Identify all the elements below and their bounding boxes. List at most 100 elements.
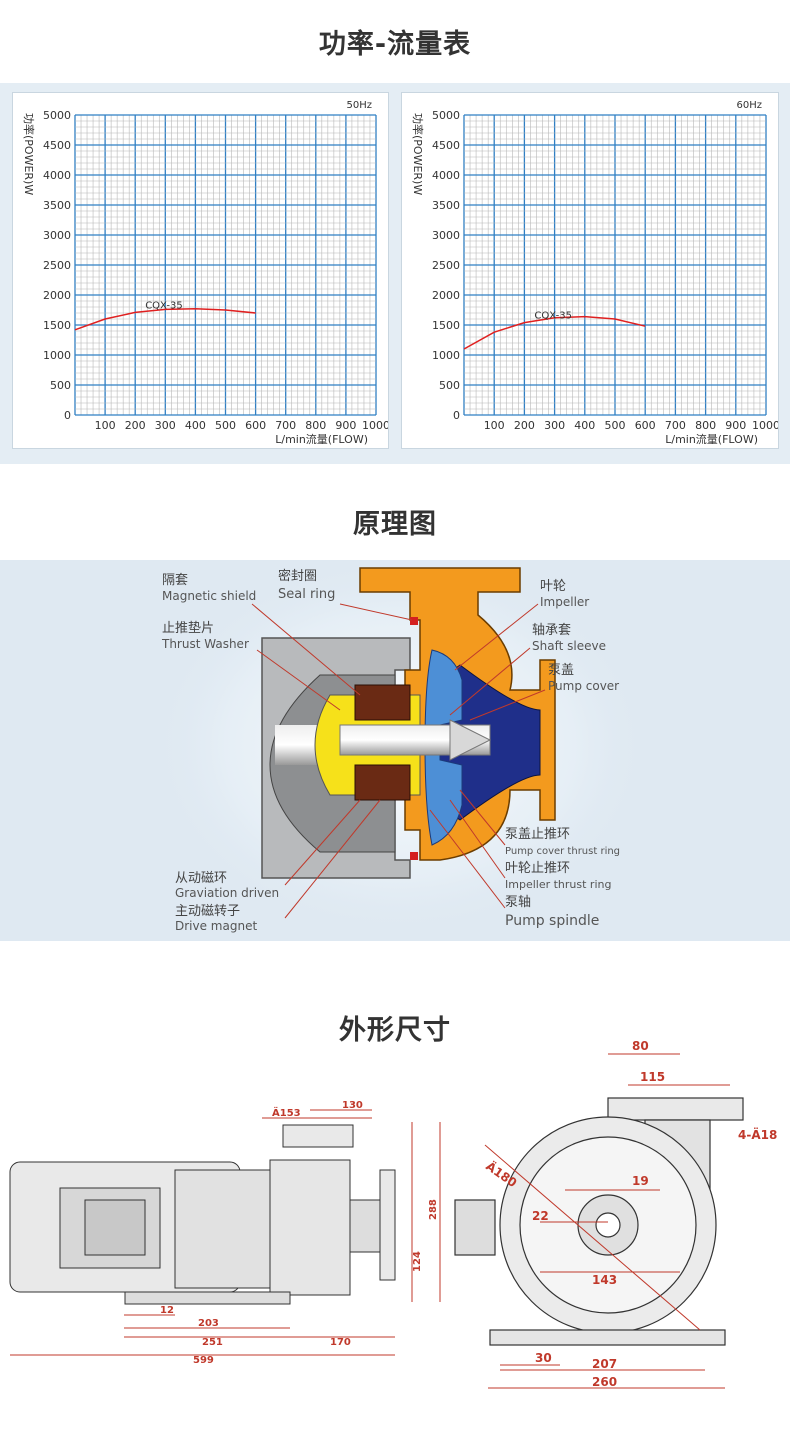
y-tick-label: 500 — [50, 379, 71, 392]
label-shaft-sleeve-cn: 轴承套 — [532, 622, 571, 638]
x-tick-label: 1000 — [362, 419, 388, 432]
label-cover-thrust-cn: 泵盖止推环 — [505, 827, 570, 842]
charts-band: 0 500 1000 1500 2000 2500 3000 3500 4000 4500 5000… — [0, 83, 790, 464]
y-tick-label: 1500 — [432, 319, 460, 332]
dim-d80: 80 — [632, 1040, 649, 1053]
dim-d251: 251 — [202, 1337, 223, 1348]
inlet-flange-side — [379, 1169, 396, 1281]
x-tick-label: 900 — [725, 419, 746, 432]
side-dimension-text: Ä153 130 288 124 12 203 251 170 599 — [160, 1100, 439, 1366]
frequency-label: 60Hz — [737, 100, 763, 111]
series-line-CQX-35 — [463, 315, 646, 350]
x-tick-label: 300 — [155, 419, 176, 432]
base-side — [124, 1291, 291, 1305]
label-pump-cover-en: Pump cover — [548, 679, 619, 693]
motor-cover — [84, 1199, 146, 1256]
x-tick-label: 500 — [605, 419, 626, 432]
outlet-flange-front — [607, 1097, 744, 1121]
y-tick-label: 2000 — [432, 289, 460, 302]
impeller — [424, 649, 463, 846]
dim-d30: 30 — [535, 1351, 552, 1365]
dim-d260: 260 — [592, 1375, 617, 1389]
x-tick-label: 200 — [514, 419, 535, 432]
label-magnetic-shield-en: Magnetic shield — [162, 589, 256, 603]
x-axis-label: L/min流量(FLOW) — [665, 432, 758, 446]
y-axis-label: 功率(POWER)W — [411, 113, 425, 195]
seal-ring-marker — [410, 617, 418, 625]
y-tick-label: 4500 — [432, 139, 460, 152]
label-drive-magnet-en: Drive magnet — [175, 919, 257, 933]
label-magnetic-shield-cn: 隔套 — [162, 572, 188, 588]
x-tick-label: 700 — [665, 419, 686, 432]
y-tick-label: 2000 — [43, 289, 71, 302]
dimension-drawings: Ä153 130 288 124 12 203 251 170 599 — [0, 1039, 790, 1430]
drive-magnet-top — [354, 684, 411, 721]
dim-d170: 170 — [330, 1337, 351, 1348]
y-tick-label: 1000 — [432, 349, 460, 362]
inlet-bore-front — [595, 1212, 621, 1238]
x-tick-label: 100 — [484, 419, 505, 432]
label-spindle-en: Pump spindle — [505, 913, 599, 929]
dim-d207: 207 — [592, 1357, 617, 1371]
y-tick-label: 3500 — [43, 199, 71, 212]
x-tick-label: 900 — [335, 419, 356, 432]
pump-body-side — [269, 1159, 351, 1296]
label-impeller-thrust-en: Impeller thrust ring — [505, 878, 611, 891]
label-shaft-sleeve-en: Shaft sleeve — [532, 639, 606, 653]
base-front — [489, 1329, 726, 1346]
dim-d124: 124 — [412, 1251, 423, 1272]
x-tick-label: 700 — [275, 419, 296, 432]
side-view — [9, 1124, 396, 1305]
dim-d153: Ä153 — [272, 1105, 301, 1119]
label-spindle-cn: 泵轴 — [505, 895, 531, 910]
power-flow-chart-50hz: 0500100015002000250030003500400045005000… — [22, 100, 390, 446]
dim-d130: 130 — [342, 1100, 363, 1111]
x-tick-label: 400 — [185, 419, 206, 432]
dim-d4a18: 4-Ä18 — [738, 1127, 777, 1142]
front-view — [454, 1097, 744, 1346]
y-tick-label: 500 — [439, 379, 460, 392]
y-tick-label: 4000 — [432, 169, 460, 182]
label-impeller-en: Impeller — [540, 595, 589, 609]
dim-d203: 203 — [198, 1318, 219, 1329]
dim-d19: 19 — [632, 1174, 649, 1188]
power-flow-title: 功率-流量表 — [318, 29, 472, 60]
dim-d599: 599 — [193, 1355, 214, 1366]
frequency-label: 50Hz — [347, 100, 373, 111]
x-tick-label: 500 — [215, 419, 236, 432]
y-tick-label: 2500 — [432, 259, 460, 272]
series-label: CQX-35 — [534, 311, 572, 322]
side-dimension-lines — [10, 1109, 441, 1356]
dimension-svg: Ä153 130 288 124 12 203 251 170 599 — [9, 1039, 777, 1389]
x-tick-label: 800 — [695, 419, 716, 432]
x-tick-label: 1000 — [752, 419, 778, 432]
x-tick-label: 800 — [305, 419, 326, 432]
label-impeller-thrust-cn: 叶轮止推环 — [505, 861, 570, 876]
label-impeller-cn: 叶轮 — [540, 579, 566, 594]
principle-labels: 隔套 Magnetic shield 密封圈 Seal ring 止推垫片 Th… — [161, 568, 620, 933]
x-tick-label: 400 — [574, 419, 595, 432]
power-flow-chart-60hz: 0500100015002000250030003500400045005000… — [411, 100, 780, 446]
y-tick-label: 3000 — [432, 229, 460, 242]
grid-1 — [463, 114, 767, 416]
drive-magnet-bottom — [354, 764, 411, 801]
y-tick-label: 0 — [64, 409, 71, 422]
principle-diagram: 隔套 Magnetic shield 密封圈 Seal ring 止推垫片 Th… — [150, 555, 650, 935]
label-seal-ring-en: Seal ring — [278, 587, 335, 602]
y-tick-label: 5000 — [432, 109, 460, 122]
principle-title: 原理图 — [353, 509, 437, 540]
y-tick-label: 1000 — [43, 349, 71, 362]
label-cover-thrust-en: Pump cover thrust ring — [505, 846, 620, 857]
y-tick-label: 2500 — [43, 259, 71, 272]
x-axis-label: L/min流量(FLOW) — [275, 432, 368, 446]
y-tick-label: 3000 — [43, 229, 71, 242]
y-axis-label: 功率(POWER)W — [22, 113, 36, 195]
dim-d22: 22 — [532, 1209, 549, 1223]
label-thrust-washer-en: Thrust Washer — [161, 637, 249, 651]
y-tick-label: 1500 — [43, 319, 71, 332]
dim-d180: Ä180 — [483, 1158, 520, 1190]
x-tick-label: 200 — [125, 419, 146, 432]
dimensions-title: 外形尺寸 — [339, 1015, 451, 1046]
inlet-pipe-side — [349, 1199, 381, 1253]
